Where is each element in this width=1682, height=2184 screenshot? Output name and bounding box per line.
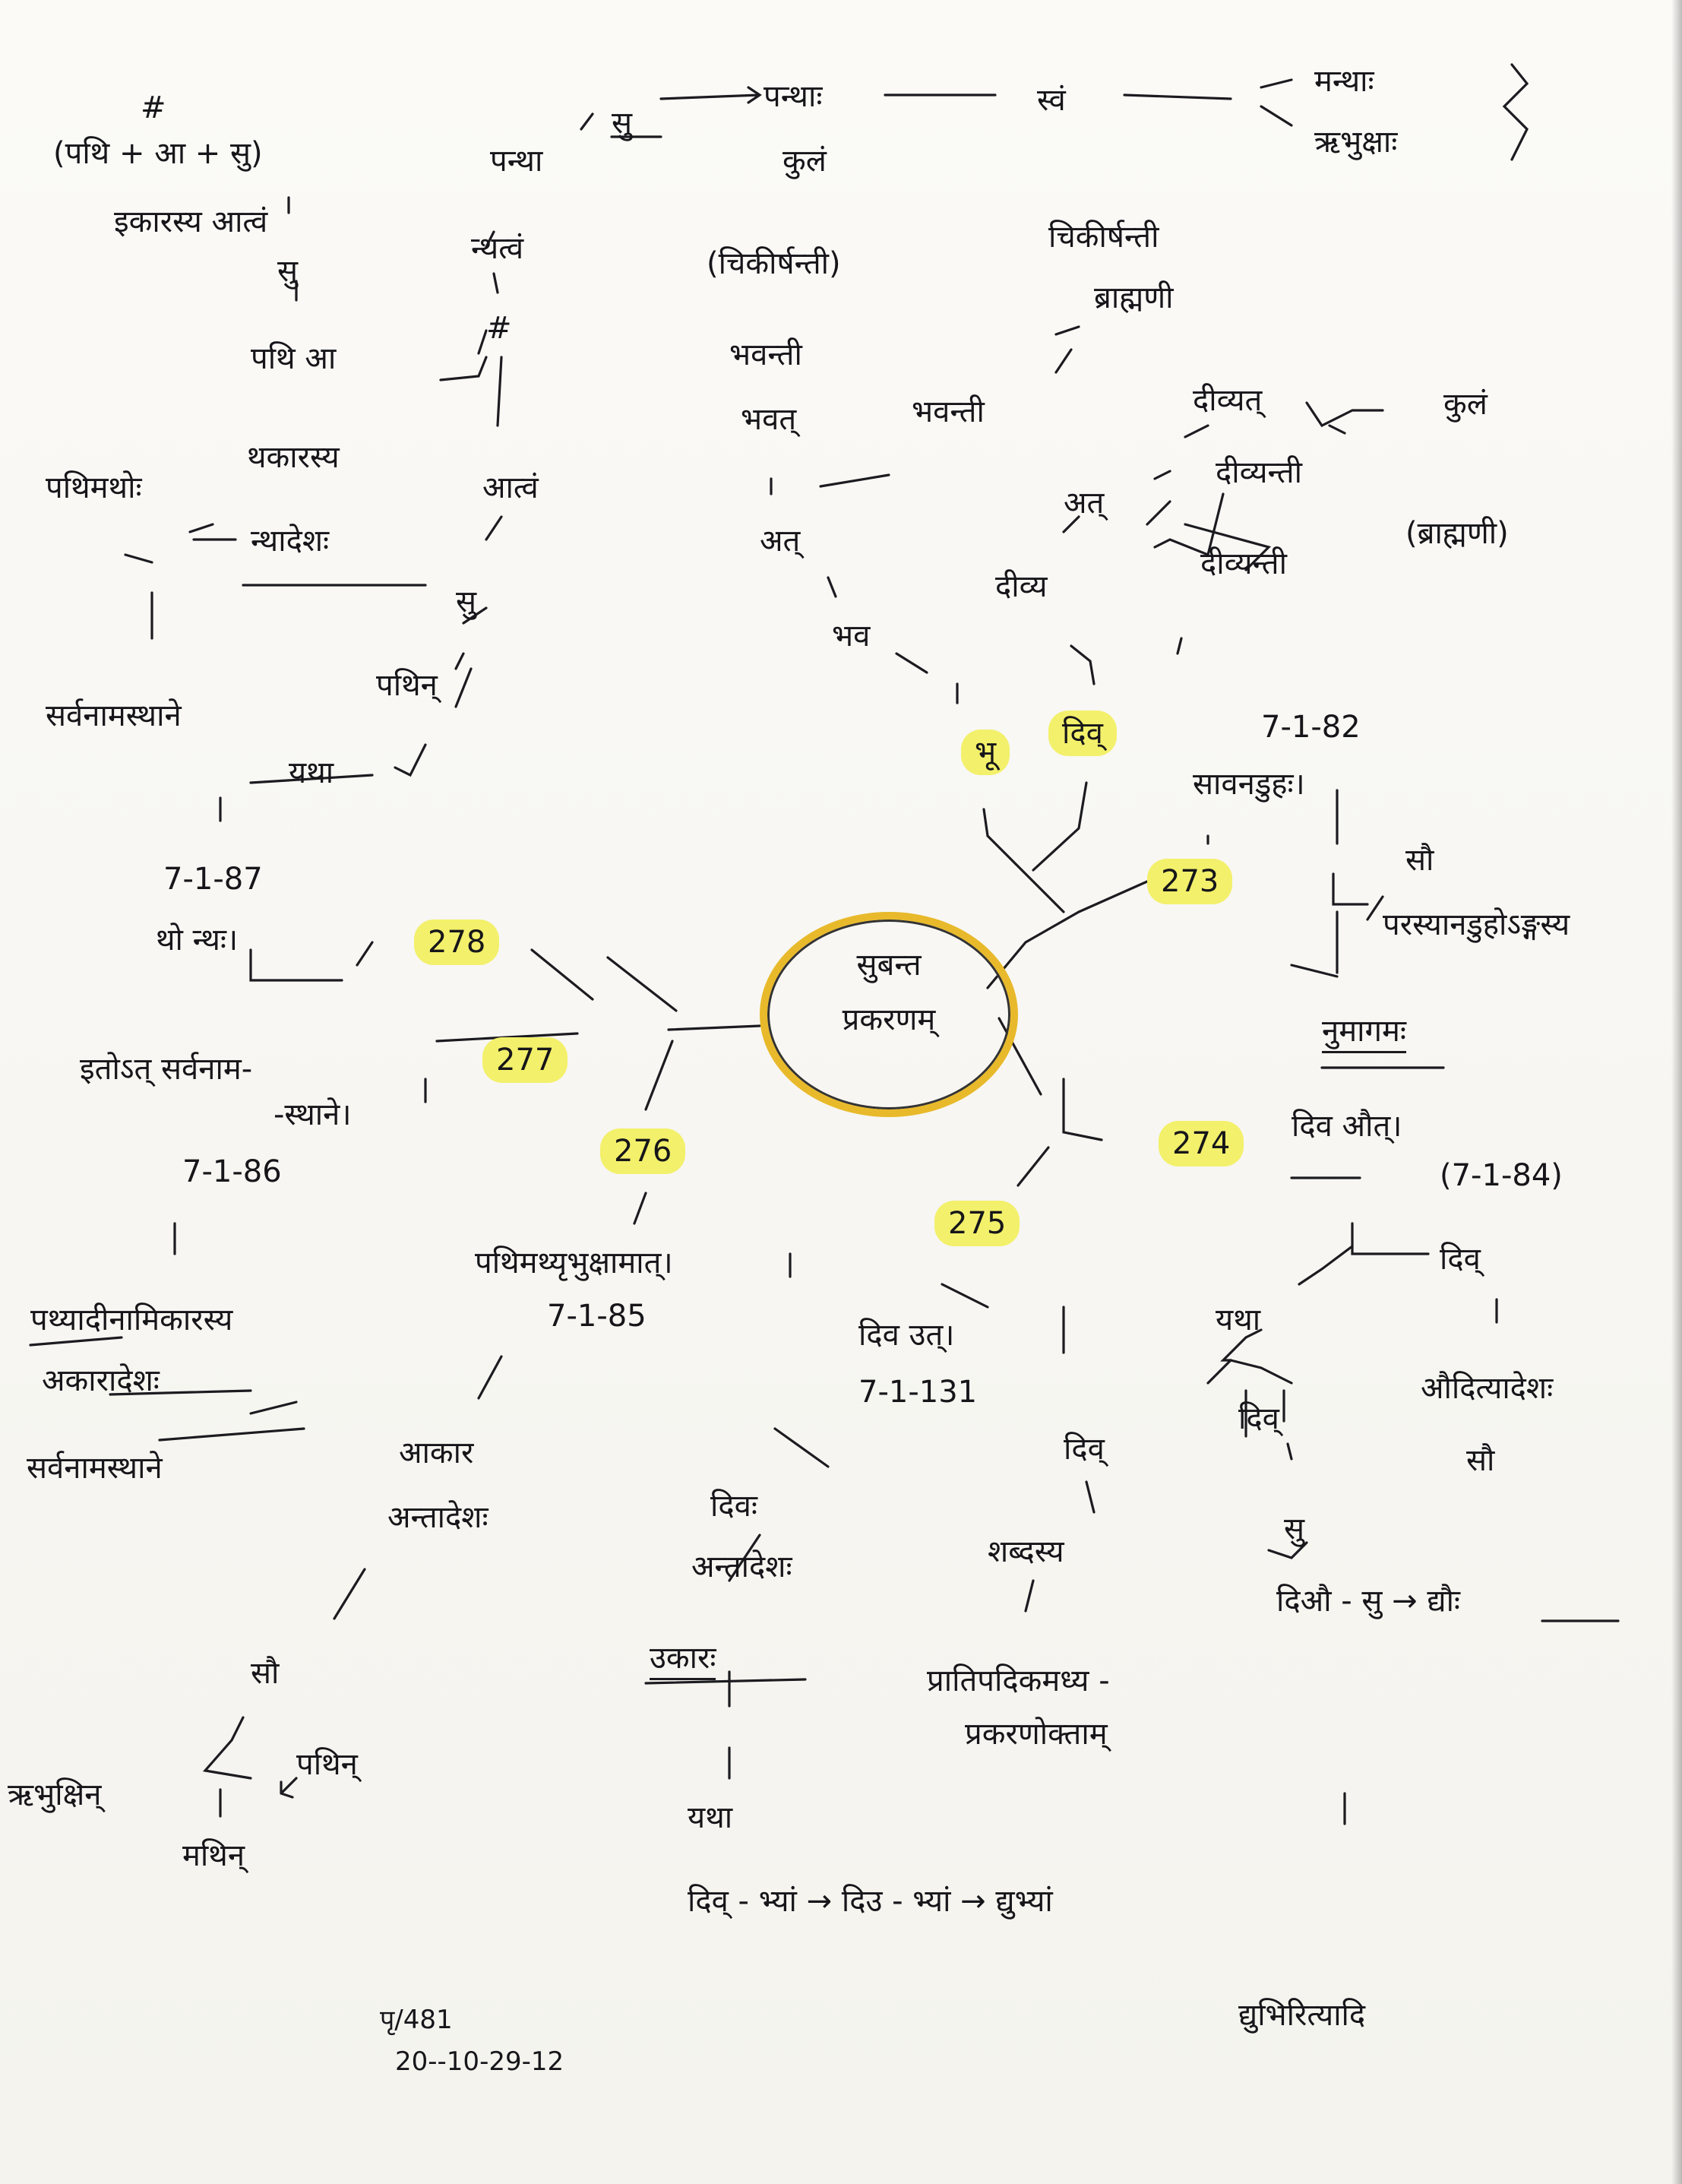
badge-278: 278 — [414, 919, 500, 965]
sau-right-2: सौ — [1466, 1443, 1495, 1478]
su-1: सु — [277, 254, 299, 289]
top-kulam: कुलं — [783, 144, 827, 179]
center-title-line1: सुबन्त — [856, 948, 922, 983]
pratipadika: प्रातिपदिकमध्य - — [927, 1663, 1110, 1698]
badge-276: 276 — [600, 1128, 686, 1174]
nthadesha: न्थादेशः — [251, 524, 330, 559]
pathimathoh: पथिमथोः — [46, 470, 142, 505]
sutra-7-1-82: 7-1-82 — [1261, 710, 1361, 745]
divyanti-2: दीव्यन्ती — [1200, 546, 1287, 581]
pathimathyrbhuksamat: पथिमथ्यृभुक्षामात्। — [475, 1246, 673, 1280]
badge-274: 274 — [1159, 1121, 1244, 1166]
top-su: सु — [612, 106, 633, 141]
top-bhavanti-1: भवन्ती — [729, 337, 802, 372]
sau-right: सौ — [1405, 843, 1434, 878]
badge-div: दिव् — [1048, 711, 1117, 756]
top-at: अत् — [760, 524, 801, 559]
chain-nthatvam: न्थत्वं — [471, 231, 524, 266]
top-brahmani: ब्राह्मणी — [1094, 280, 1174, 315]
parasyanaduhah: परस्यानडुहोऽङ्गस्य — [1383, 907, 1570, 942]
divyat-brahmani: (ब्राह्मणी) — [1405, 516, 1509, 551]
sutra-7-1-131: 7-1-131 — [858, 1375, 978, 1410]
numagamah: नुमागमः — [1322, 1014, 1406, 1053]
sau-bottom: सौ — [251, 1656, 280, 1691]
divyat: दीव्यत् — [1193, 383, 1263, 418]
savanaduhah: सावनडुहः। — [1193, 767, 1305, 802]
sarvanamasthane-2: सर्वनामस्थाने — [27, 1451, 163, 1486]
akaradesah: अकारादेशः — [42, 1363, 160, 1398]
diva-ut: दिव उत्। — [858, 1318, 955, 1353]
su-right: सु — [1284, 1511, 1305, 1546]
auditya-adesah: औदित्यादेशः — [1421, 1371, 1554, 1406]
badge-277: 277 — [482, 1037, 568, 1083]
yatha-right: यथा — [1216, 1302, 1261, 1337]
thakarasya: थकारस्य — [247, 440, 340, 475]
yatha-1: यथा — [289, 755, 334, 790]
top-bhavat: भवत् — [741, 402, 797, 437]
yatha-bottom: यथा — [688, 1800, 733, 1835]
tho-nthah: थो न्थः। — [156, 923, 239, 957]
shabdasya: शब्दस्य — [988, 1534, 1064, 1569]
chain-hash: # — [486, 311, 512, 346]
formula: (पथि + आ + सु) — [53, 136, 263, 171]
center-title-line2: प्रकरणम् — [842, 1002, 936, 1037]
ikara-atvam: इकारस्य आत्वं — [114, 204, 268, 239]
badge-bhu: भू — [961, 730, 1010, 775]
divyat-kulam: कुलं — [1443, 387, 1488, 422]
div-right-3: दिव् — [1238, 1401, 1279, 1436]
pathin-bottom: पथिन् — [296, 1747, 358, 1782]
sutra-7-1-87: 7-1-87 — [163, 862, 263, 897]
diva-aut: दिव औत्। — [1292, 1109, 1402, 1144]
itot-sarvanama: इतोऽत् सर्वनाम- — [80, 1052, 253, 1087]
divyat-at: अत् — [1064, 486, 1105, 521]
mathin: मथिन् — [182, 1838, 245, 1873]
chain-pathin: पथिन् — [376, 668, 438, 703]
sutra-7-1-85: 7-1-85 — [547, 1299, 647, 1334]
badge-273: 273 — [1147, 859, 1233, 904]
akara: आकार — [399, 1435, 474, 1470]
div-right-2: दिव् — [1064, 1432, 1105, 1467]
pathyadinam: पथ्यादीनामिकारस्य — [30, 1302, 233, 1337]
divau-chain: दिऔ - सु → द्यौः — [1276, 1584, 1461, 1619]
top-bhava: भव — [832, 619, 871, 654]
top-svam: स्वं — [1037, 83, 1066, 118]
page-reference: पृ/481 — [380, 2005, 453, 2035]
chain-pantha: पन्था — [490, 144, 543, 179]
top-bhavanti-2: भवन्ती — [912, 394, 985, 429]
divya: दीव्य — [995, 569, 1048, 604]
sutra-7-1-84: (7-1-84) — [1440, 1158, 1563, 1193]
antadesah: अन्तादेशः — [691, 1549, 792, 1584]
ukarah: उकारः — [650, 1641, 716, 1680]
sthane: -स्थाने। — [273, 1097, 352, 1132]
chain-atvam: आत्वं — [482, 470, 539, 505]
antadesah-2: अन्तादेशः — [387, 1500, 488, 1535]
sarvanamasthane-1: सर्वनामस्थाने — [46, 698, 182, 733]
center-ring — [760, 912, 1018, 1117]
top-rbhuksah: ऋभुक्षाः — [1314, 125, 1398, 160]
dyubhyam-chain: दिव् - भ्यां → दिउ - भ्यां → द्युभ्यां — [688, 1884, 1053, 1919]
top-cikirsanti-paren: (चिकीर्षन्ती) — [707, 246, 841, 281]
prakaranoktam: प्रकरणोक्ताम् — [965, 1717, 1108, 1752]
top-manthah: मन्थाः — [1314, 64, 1374, 99]
badge-275: 275 — [934, 1201, 1020, 1246]
rbhuksin: ऋभुक्षिन् — [8, 1777, 102, 1812]
sutra-7-1-86: 7-1-86 — [182, 1154, 282, 1189]
pathi-aa: पथि आ — [251, 341, 337, 376]
dyubhirityadi: द्युभिरित्यादि — [1238, 1998, 1366, 2033]
top-cikirsanti: चिकीर्षन्ती — [1048, 220, 1159, 255]
hash-mark: # — [141, 90, 166, 125]
chain-su: सु — [456, 584, 477, 619]
divah: दिवः — [710, 1489, 757, 1524]
div-right-1: दिव् — [1440, 1242, 1481, 1277]
date-note: 20--10-29-12 — [395, 2046, 564, 2077]
divyanti-1: दीव्यन्ती — [1216, 455, 1302, 490]
top-panthah: पन्थाः — [764, 79, 823, 114]
